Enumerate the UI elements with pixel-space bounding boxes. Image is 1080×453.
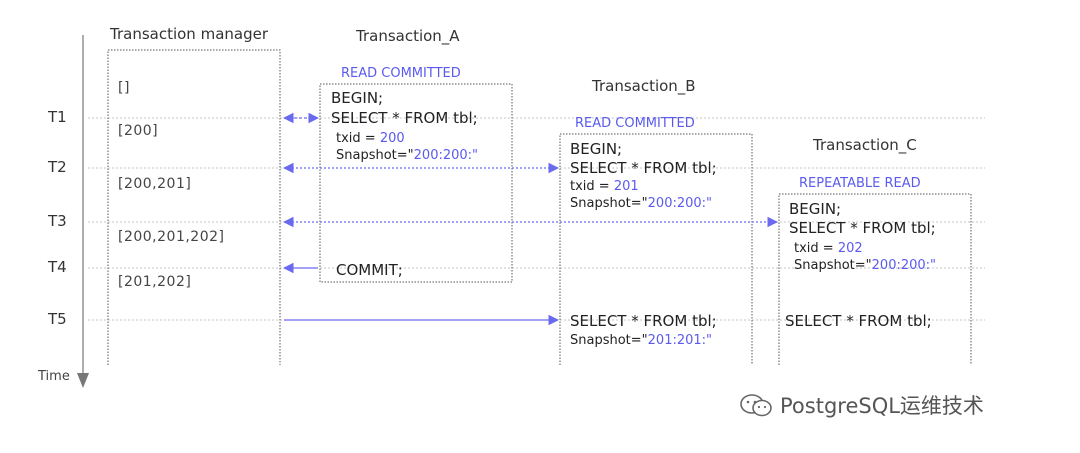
transaction-c-begin: BEGIN;	[789, 200, 842, 218]
transaction-b-box	[559, 133, 753, 365]
transaction-b-snapshot-2: Snapshot="201:201:"	[570, 333, 713, 348]
transaction-b-txid: txid = 201	[570, 179, 639, 194]
transaction-c-title: Transaction_C	[813, 136, 917, 154]
watermark: PostgreSQL运维技术	[738, 390, 984, 420]
manager-state-initial: []	[118, 80, 130, 96]
transaction-a-title: Transaction_A	[356, 27, 460, 45]
transaction-b-begin: BEGIN;	[570, 140, 623, 158]
transaction-c-isolation: REPEATABLE READ	[799, 176, 921, 191]
manager-title: Transaction manager	[110, 25, 268, 43]
time-axis-label: Time	[38, 369, 70, 384]
transaction-b-select: SELECT * FROM tbl;	[570, 159, 717, 177]
transaction-a-box	[319, 83, 513, 283]
transaction-c-select: SELECT * FROM tbl;	[789, 219, 936, 237]
manager-state-t3: [200,201,202]	[118, 229, 225, 245]
transaction-c-snapshot: Snapshot="200:200:"	[794, 258, 937, 273]
time-label-t1: T1	[48, 108, 67, 126]
transaction-a-select: SELECT * FROM tbl;	[331, 109, 478, 127]
transaction-a-snapshot: Snapshot="200:200:"	[336, 148, 479, 163]
time-label-t3: T3	[48, 212, 67, 230]
transaction-b-title: Transaction_B	[592, 77, 696, 95]
wechat-icon	[740, 394, 772, 417]
transaction-b-isolation: READ COMMITTED	[575, 116, 695, 131]
time-label-t2: T2	[48, 158, 67, 176]
transaction-c-box	[778, 193, 972, 365]
transaction-b-select-2: SELECT * FROM tbl;	[570, 312, 717, 330]
manager-state-t2: [200,201]	[118, 176, 192, 192]
transaction-b-snapshot: Snapshot="200:200:"	[570, 196, 713, 211]
manager-state-t1: [200]	[118, 123, 159, 139]
transaction-c-txid: txid = 202	[794, 241, 863, 256]
time-label-t4: T4	[48, 258, 67, 276]
transaction-a-isolation: READ COMMITTED	[341, 66, 461, 81]
transaction-a-txid: txid = 200	[336, 131, 405, 146]
time-label-t5: T5	[48, 310, 67, 328]
manager-box	[107, 49, 281, 365]
manager-state-t4: [201,202]	[118, 274, 192, 290]
transaction-a-commit: COMMIT;	[336, 261, 403, 279]
transaction-c-select-2: SELECT * FROM tbl;	[785, 312, 932, 330]
time-axis-arrowhead	[77, 373, 89, 388]
watermark-text: PostgreSQL运维技术	[780, 394, 984, 418]
transaction-a-begin: BEGIN;	[331, 89, 384, 107]
